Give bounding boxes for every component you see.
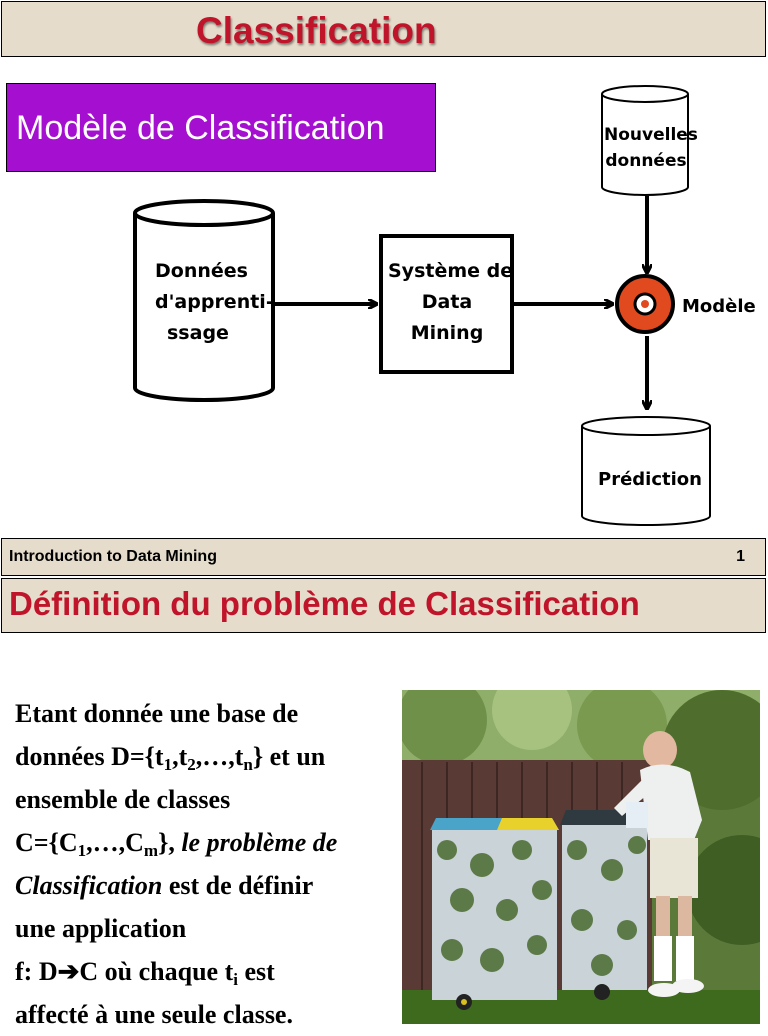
- training-data-cylinder: [133, 199, 275, 402]
- prediction-label: Prédiction: [598, 469, 702, 490]
- slide2-title-bar: Définition du problème de Classification: [1, 578, 766, 633]
- slide2-title: Définition du problème de Classification: [9, 585, 640, 622]
- slide-title-bar: Classification: [1, 1, 766, 57]
- slide-footer: Introduction to Data Mining 1: [1, 538, 766, 576]
- footer-course-title: Introduction to Data Mining: [9, 548, 217, 565]
- model-box: Modèle de Classification: [6, 83, 436, 172]
- data-mining-system-box: [379, 234, 514, 374]
- classification-diagram: [133, 85, 711, 526]
- slide-title: Classification: [196, 10, 437, 51]
- model-label: Modèle: [682, 296, 756, 317]
- prediction-cylinder: [581, 416, 711, 526]
- definition-text: Etant donnée une base de données D={t1,t…: [15, 699, 338, 1029]
- recycling-bins-photo: [402, 690, 760, 1024]
- training-data-label: Données d'apprenti- ssage: [155, 260, 274, 344]
- new-data-label: Nouvelles données: [604, 125, 698, 171]
- model-node-icon: [615, 274, 675, 334]
- footer-page-number: 1: [736, 548, 745, 565]
- model-box-label: Modèle de Classification: [16, 109, 385, 147]
- system-label: Système de Data Mining: [388, 260, 514, 344]
- new-data-cylinder: [601, 85, 689, 196]
